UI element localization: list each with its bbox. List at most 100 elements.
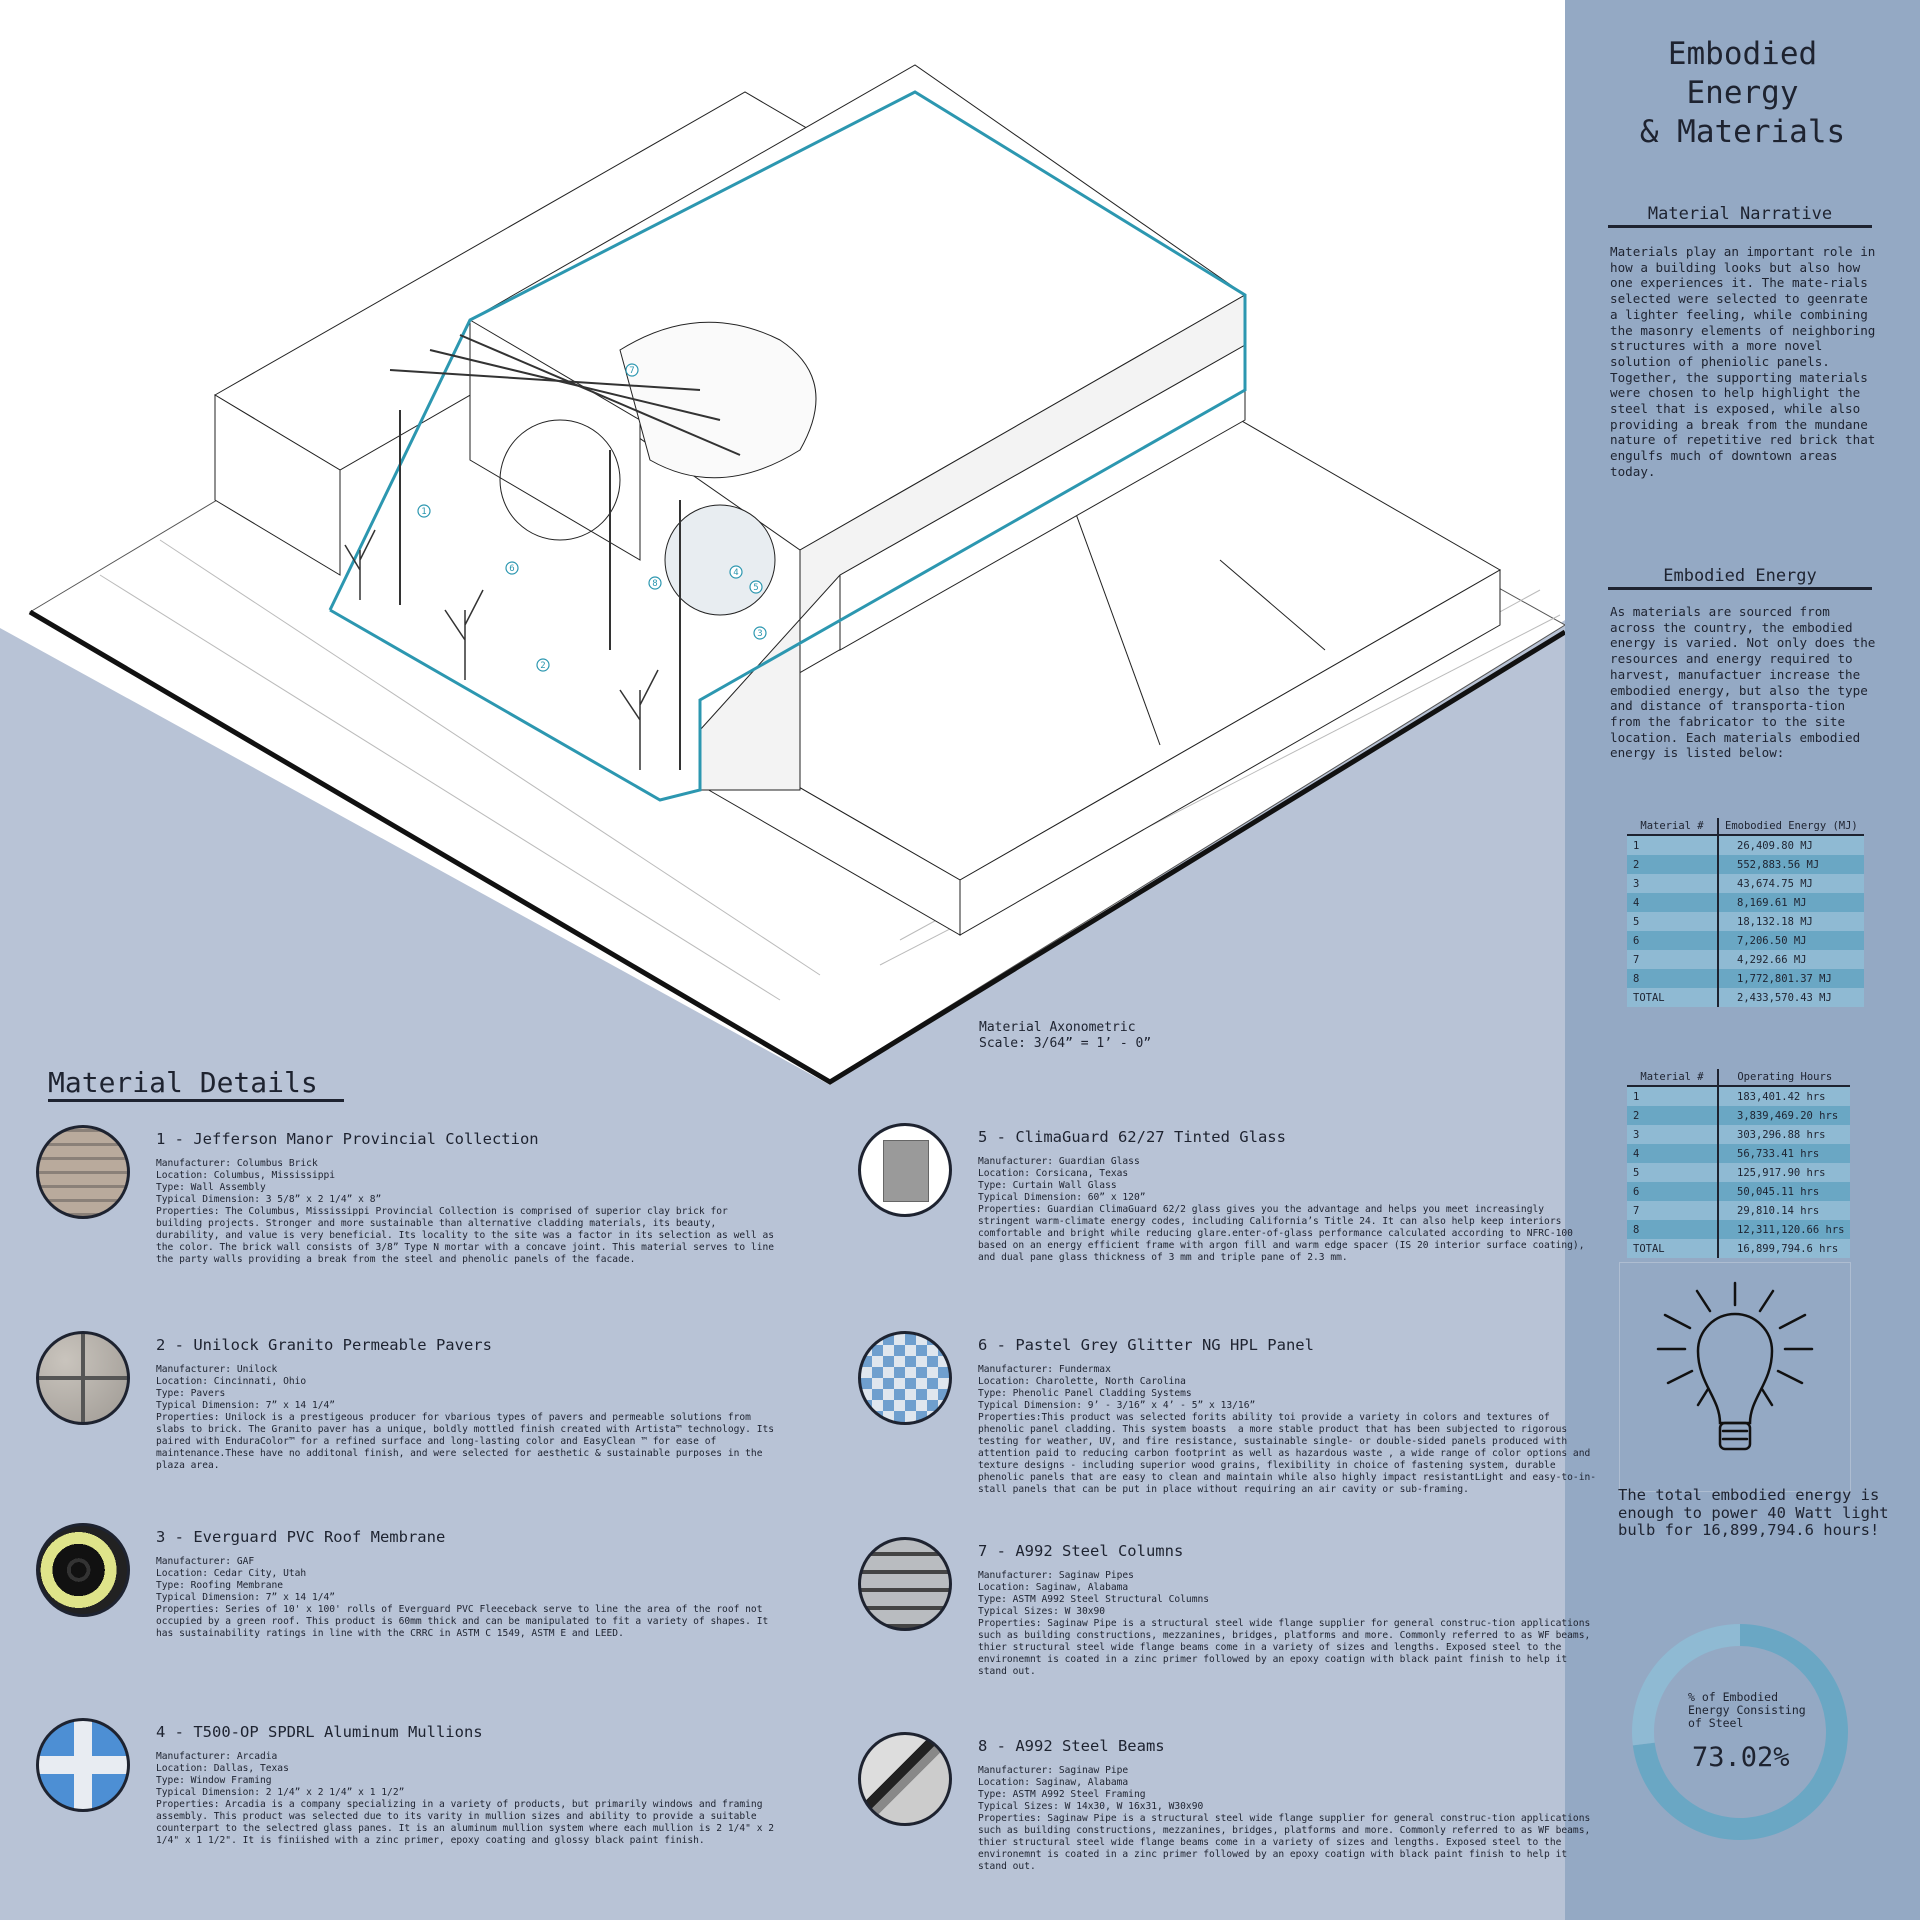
table-cell: 3 bbox=[1627, 874, 1719, 893]
table-cell: 7,206.50 MJ bbox=[1718, 931, 1864, 950]
narrative-text: Materials play an important role in how … bbox=[1610, 244, 1876, 479]
material-spec: Type: Roofing Membrane bbox=[156, 1580, 284, 1591]
table-cell: 8 bbox=[1627, 1220, 1719, 1239]
material-spec: Type: Wall Assembly bbox=[156, 1182, 266, 1193]
table-cell: 5 bbox=[1627, 912, 1719, 931]
material-spec: Typical Dimension: 3 5/8” x 2 1/4” x 8” bbox=[156, 1194, 382, 1205]
donut-chart-value: 73.02% bbox=[1692, 1742, 1790, 1773]
table-cell: 552,883.56 MJ bbox=[1718, 855, 1864, 874]
material-properties: Properties: Saginaw Pipe is a structural… bbox=[978, 1618, 1597, 1677]
material-spec: Manufacturer: Fundermax bbox=[978, 1364, 1111, 1375]
material-spec: Location: Saginaw, Alabama bbox=[978, 1777, 1129, 1788]
bulb-equivalence-text: The total embodied energy is enough to p… bbox=[1618, 1486, 1889, 1539]
marker-6: 6 bbox=[509, 564, 514, 574]
material-spec: Typical Dimension: 7” x 14 1/4” bbox=[156, 1592, 336, 1603]
light-bulb-icon bbox=[1656, 1281, 1814, 1451]
material-swatch-panel bbox=[858, 1331, 952, 1425]
table-cell: 7 bbox=[1627, 1201, 1719, 1220]
table-cell: 29,810.14 hrs bbox=[1718, 1201, 1851, 1220]
marker-3: 3 bbox=[757, 629, 762, 639]
material-properties: Properties: Saginaw Pipe is a structural… bbox=[978, 1813, 1597, 1872]
material-spec: Manufacturer: Columbus Brick bbox=[156, 1158, 318, 1169]
material-swatch-mullion bbox=[36, 1718, 130, 1812]
table-cell: TOTAL bbox=[1627, 1239, 1719, 1258]
material-spec: Manufacturer: Arcadia bbox=[156, 1751, 278, 1762]
table-cell: 18,132.18 MJ bbox=[1718, 912, 1864, 931]
table-cell: 16,899,794.6 hrs bbox=[1718, 1239, 1851, 1258]
table-cell: 43,674.75 MJ bbox=[1718, 874, 1864, 893]
material-properties: Properties: Series of 10' x 100' rolls o… bbox=[156, 1604, 775, 1639]
column-header: Material # bbox=[1627, 1069, 1719, 1087]
material-spec: Type: ASTM A992 Steel Structural Columns bbox=[978, 1594, 1210, 1605]
table-cell: 8 bbox=[1627, 969, 1719, 988]
table-cell: 5 bbox=[1627, 1163, 1719, 1182]
marker-8: 8 bbox=[652, 579, 657, 589]
table-cell: 7 bbox=[1627, 950, 1719, 969]
column-header: Operating Hours bbox=[1718, 1069, 1851, 1087]
table-header-row: Material #Operating Hours bbox=[1627, 1069, 1851, 1087]
material-title: 8 - A992 Steel Beams bbox=[978, 1737, 1165, 1755]
donut-slice-other bbox=[1632, 1624, 1740, 1746]
material-swatch-brick bbox=[36, 1125, 130, 1219]
table-cell: 12,311,120.66 hrs bbox=[1718, 1220, 1851, 1239]
table-cell: 4,292.66 MJ bbox=[1718, 950, 1864, 969]
material-swatch-columns bbox=[858, 1537, 952, 1631]
marker-5: 5 bbox=[753, 583, 758, 593]
material-spec: Manufacturer: Saginaw Pipe bbox=[978, 1765, 1129, 1776]
material-spec: Type: ASTM A992 Steel Framing bbox=[978, 1789, 1146, 1800]
material-spec: Typical Dimension: 60” x 120” bbox=[978, 1192, 1146, 1203]
material-title: 6 - Pastel Grey Glitter NG HPL Panel bbox=[978, 1336, 1314, 1354]
material-spec: Location: Charolette, North Carolina bbox=[978, 1376, 1186, 1387]
project-boundary bbox=[328, 90, 1247, 802]
table-header-row: Material #Emobodied Energy (MJ) bbox=[1627, 818, 1864, 836]
material-details-heading: Material Details bbox=[48, 1066, 344, 1102]
material-swatch-pavers bbox=[36, 1331, 130, 1425]
table-cell: 6 bbox=[1627, 931, 1719, 950]
material-spec: Typical Dimension: 9’ - 3/16” x 4’ - 5” … bbox=[978, 1400, 1256, 1411]
material-spec: Typical Sizes: W 14x30, W 16x31, W30x90 bbox=[978, 1801, 1204, 1812]
table-cell: 2,433,570.43 MJ bbox=[1718, 988, 1864, 1007]
axonometric-title: Material Axonometric bbox=[979, 1020, 1136, 1035]
material-swatch-membrane bbox=[36, 1523, 130, 1617]
material-spec: Type: Curtain Wall Glass bbox=[978, 1180, 1117, 1191]
material-axonometric-drawing: 1 2 3 4 5 6 7 8 bbox=[0, 0, 1565, 1085]
light-bulb-panel bbox=[1619, 1262, 1851, 1492]
marker-1: 1 bbox=[421, 507, 426, 517]
material-title: 3 - Everguard PVC Roof Membrane bbox=[156, 1528, 446, 1546]
material-properties: Properties: The Columbus, Mississippi Pr… bbox=[156, 1206, 780, 1265]
material-title: 1 - Jefferson Manor Provincial Collectio… bbox=[156, 1130, 539, 1148]
material-title: 4 - T500-OP SPDRL Aluminum Mullions bbox=[156, 1723, 483, 1741]
material-swatch-glass bbox=[858, 1123, 952, 1217]
material-title: 5 - ClimaGuard 62/27 Tinted Glass bbox=[978, 1128, 1286, 1146]
table-cell: 6 bbox=[1627, 1182, 1719, 1201]
material-spec: Type: Window Framing bbox=[156, 1775, 272, 1786]
marker-4: 4 bbox=[733, 568, 738, 578]
material-spec: Location: Cedar City, Utah bbox=[156, 1568, 307, 1579]
material-properties: Properties: Unilock is a prestigeous pro… bbox=[156, 1412, 780, 1471]
material-spec: Location: Dallas, Texas bbox=[156, 1763, 289, 1774]
material-item: 1 - Jefferson Manor Provincial Collectio… bbox=[36, 1125, 780, 1266]
embodied-energy-heading: Embodied Energy bbox=[1608, 566, 1872, 590]
axonometric-scale: Scale: 3/64” = 1’ - 0” bbox=[979, 1036, 1152, 1051]
table-cell: 50,045.11 hrs bbox=[1718, 1182, 1851, 1201]
material-spec: Typical Dimension: 2 1/4” x 2 1/4” x 1 1… bbox=[156, 1787, 405, 1798]
table-cell: 1 bbox=[1627, 835, 1719, 855]
material-spec: Location: Cincinnati, Ohio bbox=[156, 1376, 307, 1387]
column-header: Material # bbox=[1627, 818, 1719, 836]
table-cell: 4 bbox=[1627, 1144, 1719, 1163]
